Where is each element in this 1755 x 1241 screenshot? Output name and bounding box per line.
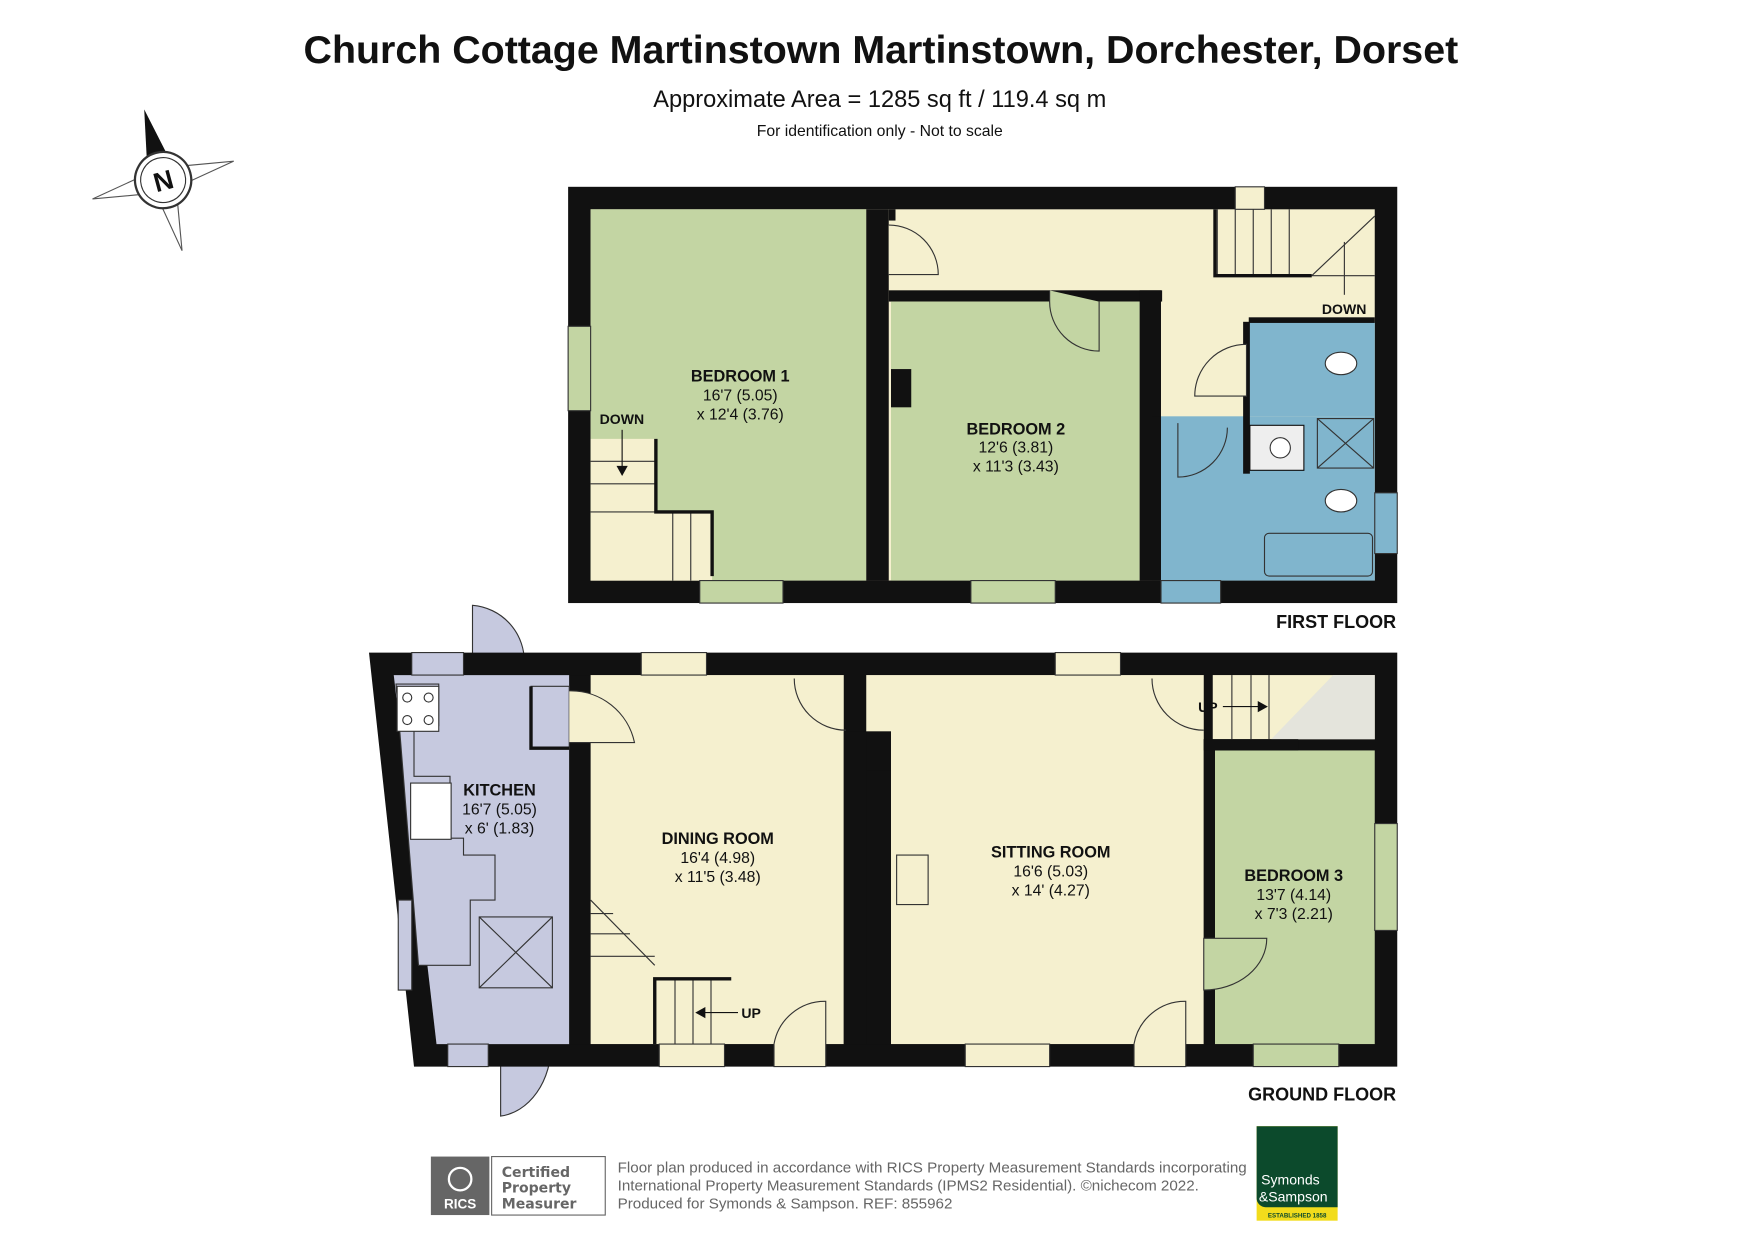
room-dim: 16'7 (5.05) [703,388,778,405]
stairs-label: DOWN [1322,301,1366,317]
area: Approximate Area = 1285 sq ft / 119.4 sq… [653,87,1106,113]
svg-text:ESTABLISHED 1858: ESTABLISHED 1858 [1268,1212,1327,1219]
room-dim: 13'7 (4.14) [1256,887,1331,904]
svg-text:Symonds: Symonds [1261,1172,1320,1188]
footer-line: International Property Measurement Stand… [618,1177,1199,1194]
room-dim: 16'7 (5.05) [462,802,537,819]
room-dim: x 11'3 (3.43) [973,458,1059,475]
footer-line: Produced for Symonds & Sampson. REF: 855… [618,1195,953,1212]
floor-label: GROUND FLOOR [1248,1084,1396,1104]
stairs-label: UP [741,1005,761,1021]
title: Church Cottage Martinstown Martinstown, … [304,28,1459,72]
room-dim: x 11'5 (3.48) [675,869,761,886]
svg-text:&Sampson: &Sampson [1259,1189,1328,1205]
room-name: DINING ROOM [662,830,774,848]
room-name: BEDROOM 2 [967,420,1066,438]
svg-text:Measurer: Measurer [502,1196,577,1212]
room-dim: 16'4 (4.98) [680,850,755,867]
room-dim: x 14' (4.27) [1012,883,1090,900]
agent-logo: Symonds &Sampson ESTABLISHED 1858 [1256,1126,1338,1221]
svg-text:RICS: RICS [444,1196,476,1211]
stairs-label: DOWN [600,411,644,427]
bedroom-3-area [1215,750,1375,1045]
room-dim: 12'6 (3.81) [978,439,1053,456]
room-dim: x 12'4 (3.76) [697,407,784,424]
note: For identification only - Not to scale [757,123,1003,140]
ensuite-area [1248,321,1375,417]
room-name: BEDROOM 1 [691,367,790,385]
room-name: KITCHEN [463,781,535,799]
footer-line: Floor plan produced in accordance with R… [618,1159,1247,1176]
room-dim: 16'6 (5.03) [1013,863,1088,880]
ground-floor: KITCHEN 16'7 (5.05) x 6' (1.83) DINING R… [369,604,1398,1117]
stairs-label: UP [1198,699,1218,715]
svg-text:Property: Property [502,1181,571,1197]
room-dim: x 7'3 (2.21) [1255,906,1333,923]
floor-label: FIRST FLOOR [1276,612,1396,632]
room-name: SITTING ROOM [991,843,1111,861]
first-floor: BEDROOM 1 16'7 (5.05) x 12'4 (3.76) BEDR… [567,186,1398,632]
compass-icon: N [92,109,234,251]
room-dim: x 6' (1.83) [465,821,535,838]
sitting-room-area [891,675,1204,1045]
svg-text:Certified: Certified [502,1165,570,1181]
rics-logo: RICS Certified Property Measurer [430,1156,606,1216]
room-name: BEDROOM 3 [1244,867,1343,885]
